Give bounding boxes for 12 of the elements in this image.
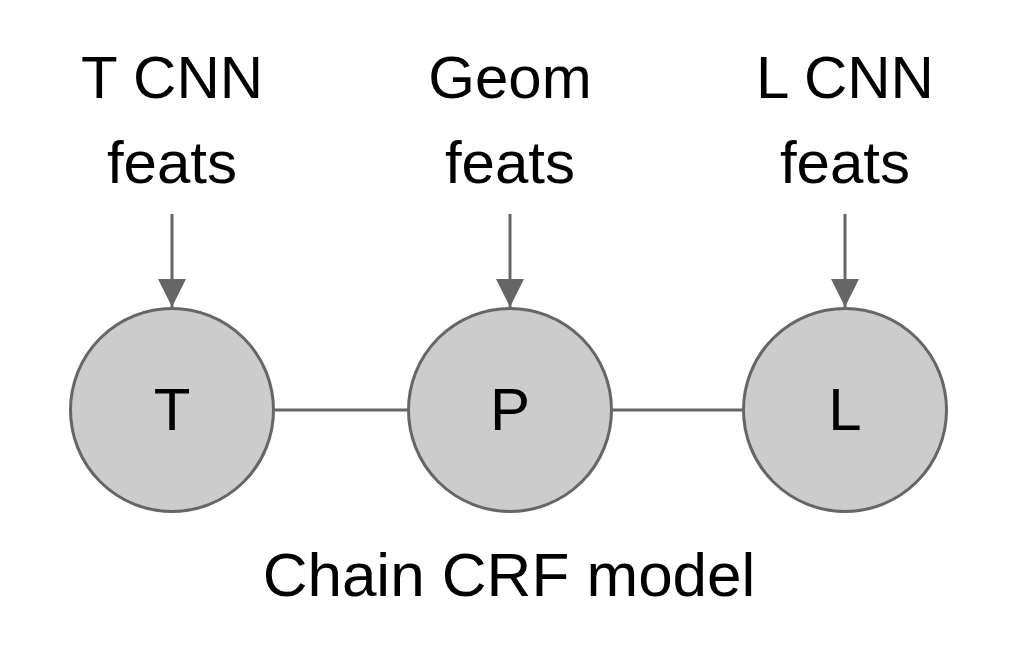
arrow — [831, 214, 859, 307]
feature-label: T CNN feats — [79, 43, 265, 198]
arrow — [158, 214, 186, 307]
node-label: L — [828, 380, 862, 440]
connector-line — [275, 408, 407, 412]
caption: Chain CRF model — [262, 540, 756, 609]
arrow — [496, 214, 524, 307]
node-label: P — [490, 380, 530, 440]
feature-label: Geom feats — [427, 43, 593, 198]
node-label: T — [153, 380, 191, 440]
connector-line — [613, 408, 742, 412]
feature-label: L CNN feats — [755, 43, 935, 198]
